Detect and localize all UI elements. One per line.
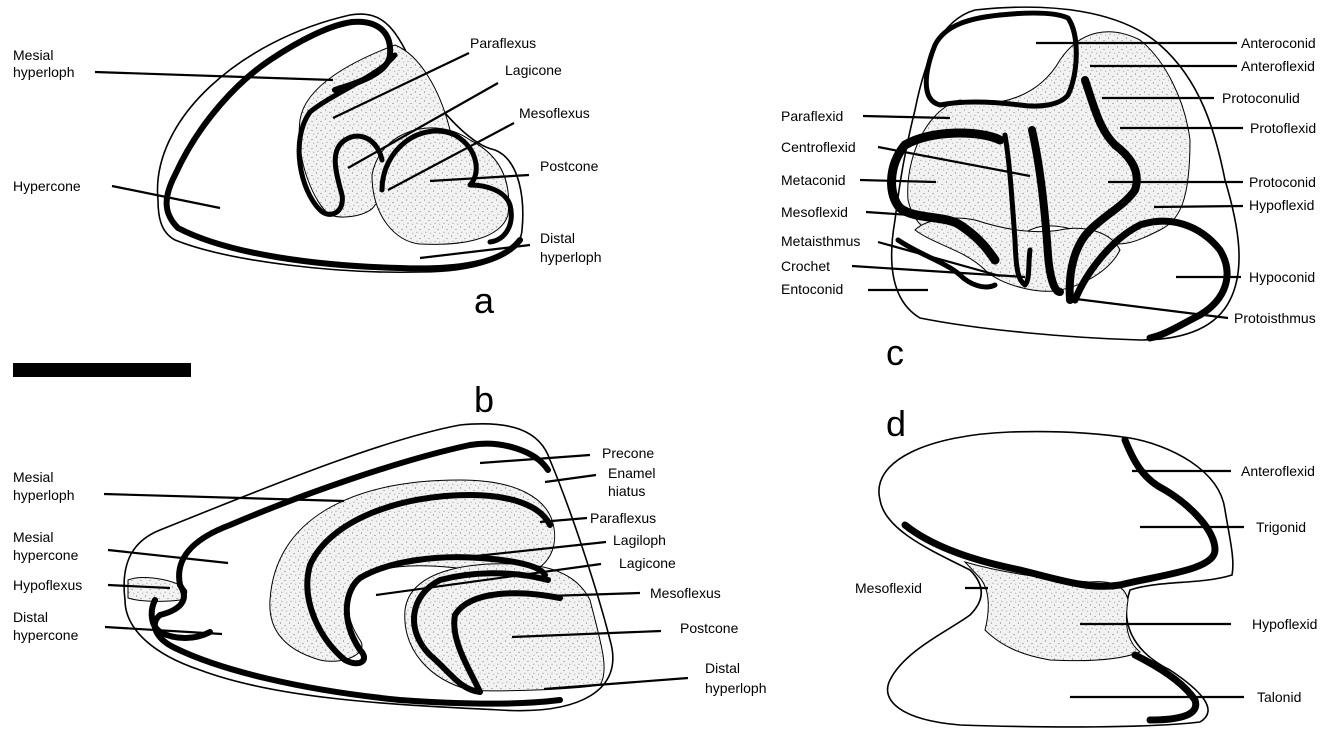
panel-letter-d: d bbox=[886, 403, 906, 444]
panel-letter-a: a bbox=[474, 280, 495, 321]
label-d-anteroflexid: Anteroflexid bbox=[1241, 463, 1315, 479]
label-c-crochet: Crochet bbox=[781, 258, 830, 274]
label-a-paraflexus: Paraflexus bbox=[470, 35, 536, 51]
panel-d-tooth bbox=[879, 432, 1233, 727]
panel-b-tooth bbox=[124, 424, 613, 711]
label-d-talonid: Talonid bbox=[1257, 689, 1301, 705]
label-a-lagicone: Lagicone bbox=[505, 62, 562, 78]
label-b-postcone: Postcone bbox=[680, 620, 739, 636]
scale-bar bbox=[13, 363, 191, 377]
label-a-postcone: Postcone bbox=[540, 158, 599, 174]
label-c-paraflexid: Paraflexid bbox=[781, 108, 843, 124]
label-b-lagiloph: Lagiloph bbox=[613, 532, 666, 548]
label-c-protoflexid: Protoflexid bbox=[1250, 120, 1316, 136]
label-c-mesoflexid: Mesoflexid bbox=[781, 204, 848, 220]
label-c-centroflexid: Centroflexid bbox=[781, 139, 856, 155]
label-c-metaisthmus: Metaisthmus bbox=[781, 233, 860, 249]
label-a-hypercone: Hypercone bbox=[13, 178, 81, 194]
label-b-paraflexus: Paraflexus bbox=[590, 510, 656, 526]
panel-letter-c: c bbox=[886, 332, 904, 373]
label-d-hypoflexid: Hypoflexid bbox=[1252, 616, 1317, 632]
label-c-entoconid: Entoconid bbox=[781, 281, 843, 297]
label-b-precone: Precone bbox=[602, 445, 654, 461]
label-c-anteroflexid: Anteroflexid bbox=[1241, 58, 1315, 74]
label-c-hypoflexid: Hypoflexid bbox=[1249, 197, 1314, 213]
label-b-hypoflexus: Hypoflexus bbox=[13, 577, 82, 593]
label-c-protoconid: Protoconid bbox=[1249, 174, 1316, 190]
label-d-mesoflexid: Mesoflexid bbox=[855, 580, 922, 596]
label-c-protoconulid: Protoconulid bbox=[1222, 90, 1300, 106]
panel-letter-b: b bbox=[474, 379, 494, 420]
label-a-mesoflexus: Mesoflexus bbox=[519, 105, 590, 121]
label-c-metaconid: Metaconid bbox=[781, 172, 846, 188]
label-b-lagicone: Lagicone bbox=[619, 555, 676, 571]
label-c-hypoconid: Hypoconid bbox=[1249, 269, 1315, 285]
label-c-anteroconid: Anteroconid bbox=[1241, 35, 1316, 51]
panel-c-tooth bbox=[892, 7, 1240, 340]
label-d-trigonid: Trigonid bbox=[1256, 519, 1306, 535]
label-b-mesoflexus: Mesoflexus bbox=[650, 585, 721, 601]
label-c-protoisthmus: Protoisthmus bbox=[1234, 310, 1316, 326]
